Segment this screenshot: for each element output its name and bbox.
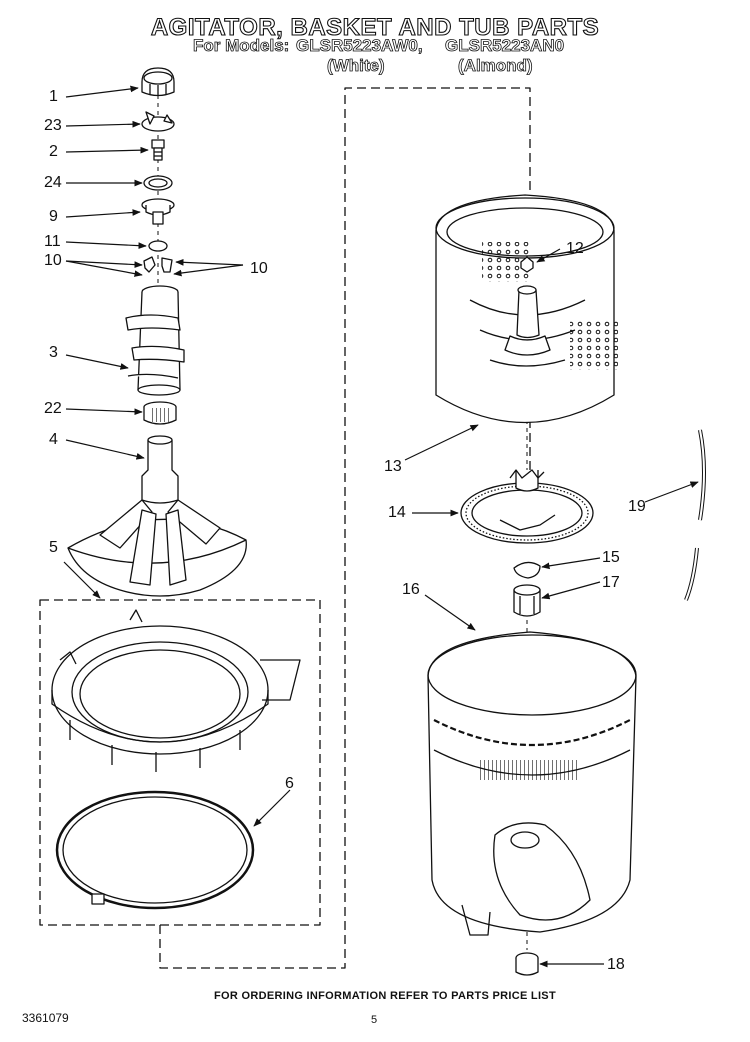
- spring-clip: [513, 561, 541, 579]
- callout-11: 11: [44, 233, 61, 250]
- basket-hub: [460, 469, 594, 544]
- tub-ring: [51, 609, 301, 772]
- callout-3: 3: [49, 344, 58, 361]
- callout-15: 15: [602, 549, 620, 566]
- variant-white: (White): [327, 56, 385, 76]
- drive-bell: [143, 401, 177, 425]
- basket-drive-nut: [520, 256, 534, 273]
- callout-13: 13: [384, 458, 402, 475]
- callout-2: 2: [49, 143, 58, 160]
- dog-clip-left: [143, 256, 156, 273]
- callout-22: 22: [44, 400, 62, 417]
- callout-leaders: [63, 85, 699, 968]
- wash-basket: [435, 194, 618, 424]
- models-prefix: For Models:: [193, 36, 290, 56]
- callout-6: 6: [285, 775, 294, 792]
- callout-14: 14: [388, 504, 406, 521]
- drive-bushing: [513, 584, 541, 617]
- assembly-connector-line: [159, 87, 531, 969]
- callout-10-left: 10: [44, 252, 62, 269]
- callout-23: 23: [44, 117, 62, 134]
- callout-19: 19: [628, 498, 646, 515]
- tub-seal-ring: [55, 790, 255, 910]
- agitator-cap: [141, 67, 175, 97]
- retainer-ring: [148, 240, 168, 252]
- variant-almond: (Almond): [458, 56, 533, 76]
- ordering-note: FOR ORDERING INFORMATION REFER TO PARTS …: [214, 990, 556, 1002]
- outer-tub: [427, 631, 637, 936]
- agitator-dog: [141, 198, 175, 225]
- dog-clip-right: [161, 257, 173, 273]
- callout-18: 18: [607, 956, 625, 973]
- callout-24: 24: [44, 174, 62, 191]
- callout-1: 1: [49, 88, 58, 105]
- callout-16: 16: [402, 581, 420, 598]
- callout-12: 12: [566, 240, 584, 257]
- agitator-auger: [125, 285, 185, 396]
- document-number: 3361079: [22, 1011, 69, 1025]
- o-ring-inner: [148, 178, 168, 188]
- drain-plug: [515, 952, 539, 976]
- callout-9: 9: [49, 208, 58, 225]
- hex-bolt: [151, 139, 165, 161]
- callout-5: 5: [49, 539, 58, 556]
- cap-clip: [141, 111, 175, 132]
- parts-group-box: [39, 599, 321, 926]
- page-number: 5: [371, 1014, 378, 1026]
- model-number-white: GLSR5223AW0,: [296, 36, 423, 56]
- callout-17: 17: [602, 574, 620, 591]
- model-number-almond: GLSR5223AN0: [445, 36, 565, 56]
- callout-10-right: 10: [250, 260, 268, 277]
- diagram-title: AGITATOR, BASKET AND TUB PARTS: [150, 13, 600, 41]
- callout-4: 4: [49, 431, 58, 448]
- agitator-base: [67, 435, 247, 597]
